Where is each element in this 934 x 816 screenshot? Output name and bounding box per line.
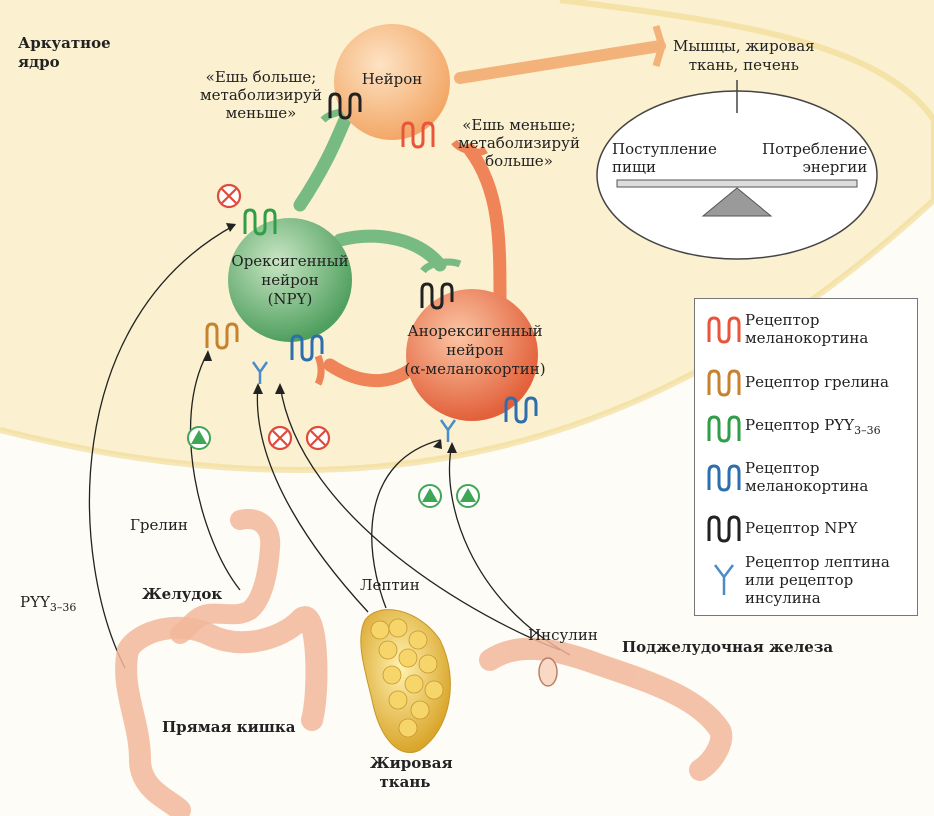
neuron-orexigenic bbox=[228, 218, 352, 342]
receptor-npy-top-icon bbox=[328, 92, 362, 120]
axon-to-muscle bbox=[454, 40, 666, 84]
axon-terminal-anorex bbox=[420, 258, 462, 274]
balance-beam bbox=[616, 179, 858, 188]
eat-less-label: «Ешь меньше; метаболизируй больше» bbox=[458, 116, 580, 170]
leptin-arrowhead-2 bbox=[433, 439, 442, 449]
legend-text-pyy: Рецептор PYY3–36 bbox=[745, 416, 881, 440]
legend-item-melanocortin-red: Рецептор меланокортина bbox=[695, 311, 917, 347]
leptin-signal-path-1 bbox=[256, 384, 369, 613]
receptor-pyy-icon bbox=[707, 415, 741, 443]
axon-terminal-orex bbox=[314, 354, 325, 386]
rectum-label: Прямая кишка bbox=[162, 718, 296, 736]
receptor-leptin-orex-icon bbox=[251, 361, 269, 384]
muscle-label: Мышцы, жировая ткань, печень bbox=[673, 37, 815, 74]
receptor-ghrelin-orex-icon bbox=[205, 322, 239, 350]
receptor-pyy-orex-icon bbox=[243, 208, 277, 236]
ghrelin-signal-path bbox=[189, 351, 241, 591]
receptor-melanocortin-orex-icon bbox=[290, 334, 324, 362]
pancreas-label: Поджелудочная железа bbox=[622, 638, 834, 656]
legend-text-melanocortin-red: Рецептор меланокортина bbox=[745, 311, 869, 347]
balance-fulcrum bbox=[701, 187, 773, 217]
stimulate-icon-leptin bbox=[418, 484, 442, 508]
neuron-top-label: Нейрон bbox=[361, 70, 423, 88]
axon-terminal-top2 bbox=[451, 139, 488, 156]
axon-anorex-to-top bbox=[463, 143, 507, 307]
pyy-label-sub: 3–36 bbox=[49, 601, 77, 614]
inhibit-icon-leptin bbox=[267, 425, 293, 451]
legend-text-ghrelin: Рецептор грелина bbox=[745, 373, 889, 391]
legend-text-leptin-insulin: Рецептор лептина или рецептор инсулина bbox=[745, 553, 890, 607]
receptor-legend: Рецептор меланокортина Рецептор грелина … bbox=[694, 298, 918, 616]
receptor-leptin-insulin-icon bbox=[714, 564, 734, 595]
legend-text-pyy-base: Рецептор PYY bbox=[745, 416, 855, 434]
expenditure-label: Потребление энергии bbox=[762, 140, 868, 176]
pyy-arrowhead bbox=[226, 223, 236, 232]
stomach-shape bbox=[170, 509, 281, 644]
adipose-tissue-shape bbox=[360, 609, 451, 753]
stimulate-icon-ghrelin bbox=[187, 426, 211, 450]
legend-text-npy: Рецептор NPY bbox=[745, 519, 858, 537]
receptor-npy-icon bbox=[707, 515, 741, 543]
legend-item-npy: Рецептор NPY bbox=[695, 511, 917, 545]
legend-item-leptin-insulin: Рецептор лептина или рецептор инсулина bbox=[695, 553, 917, 607]
stomach-label: Желудок bbox=[142, 585, 223, 603]
colon-shape bbox=[115, 606, 328, 816]
axon-anorex-to-orex bbox=[323, 358, 417, 388]
pyy-signal-path bbox=[88, 224, 236, 669]
leptin-label: Лептин bbox=[360, 576, 420, 594]
inhibit-icon-pyy bbox=[216, 183, 242, 209]
receptor-melanocortin-blue-icon bbox=[707, 464, 741, 492]
intake-label: Поступление пищи bbox=[612, 140, 717, 176]
receptor-melanocortin-anorex-icon bbox=[504, 396, 538, 424]
orexigenic-label: Орексигенный нейрон (NPY) bbox=[231, 252, 349, 308]
pancreas-shape bbox=[479, 637, 733, 781]
insulin-signal-path-2 bbox=[448, 443, 571, 656]
neuron-top bbox=[334, 24, 450, 140]
arcuate-nucleus-label: Аркуатное ядро bbox=[18, 34, 111, 71]
adipose-label: Жировая ткань bbox=[370, 754, 453, 791]
neuron-anorexigenic bbox=[406, 289, 538, 421]
leptin-arrowhead-1 bbox=[253, 383, 263, 394]
receptor-leptin-anorex-icon bbox=[439, 419, 457, 442]
axon-terminal-muscle bbox=[652, 24, 666, 68]
receptor-melanocortin-top-icon bbox=[401, 121, 435, 149]
legend-text-pyy-sub: 3–36 bbox=[854, 424, 881, 437]
pyy-label: PYY3–36 bbox=[20, 593, 76, 617]
eat-more-label: «Ешь больше; метаболизируй меньше» bbox=[200, 68, 322, 122]
stimulate-icon-insulin bbox=[456, 484, 480, 508]
insulin-label: Инсулин bbox=[528, 626, 598, 644]
receptor-melanocortin-red-icon bbox=[707, 316, 741, 344]
axon-orex-to-anorex bbox=[333, 229, 447, 272]
ghrelin-label: Грелин bbox=[130, 516, 188, 534]
leptin-signal-path-2 bbox=[371, 439, 441, 609]
legend-item-pyy: Рецептор PYY3–36 bbox=[695, 411, 917, 445]
axon-orex-to-top bbox=[293, 113, 352, 212]
insulin-signal-path-1 bbox=[279, 384, 561, 651]
legend-item-melanocortin-blue: Рецептор меланокортина bbox=[695, 459, 917, 495]
inhibit-icon-insulin bbox=[305, 425, 331, 451]
receptor-npy-anorex-icon bbox=[420, 282, 454, 310]
legend-text-melanocortin-blue: Рецептор меланокортина bbox=[745, 459, 869, 495]
insulin-arrowhead-2 bbox=[447, 442, 457, 453]
receptor-ghrelin-icon bbox=[707, 369, 741, 397]
ghrelin-arrowhead bbox=[203, 350, 212, 361]
pyy-label-base: PYY bbox=[20, 593, 50, 611]
legend-item-ghrelin: Рецептор грелина bbox=[695, 365, 917, 399]
insulin-arrowhead-1 bbox=[275, 383, 285, 394]
anorexigenic-label: Анорексигенный нейрон (α-меланокортин) bbox=[404, 322, 546, 378]
